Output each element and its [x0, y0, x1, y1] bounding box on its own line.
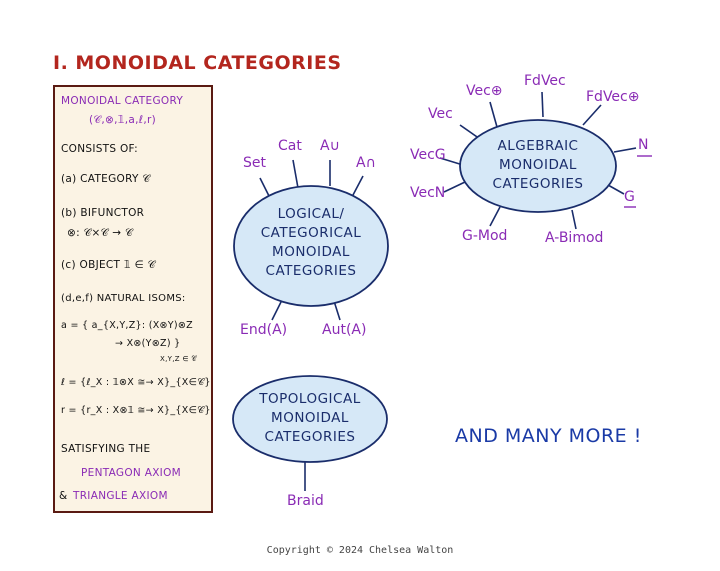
topological-line: TOPOLOGICAL	[259, 391, 361, 407]
pentagon-axiom: PENTAGON AXIOM	[81, 467, 182, 479]
logical-ellipse	[233, 185, 389, 307]
copyright-notice: Copyright © 2024 Chelsea Walton	[266, 545, 454, 556]
algebraic-ellipse	[459, 119, 617, 213]
logical-line: LOGICAL/	[277, 206, 345, 222]
definition-item-a: (a) CATEGORY 𝒞	[61, 173, 151, 185]
spoke-vecg	[439, 157, 464, 166]
spoke-vecn	[443, 181, 466, 193]
spoke-g	[607, 184, 625, 195]
spoke-a-intersection	[352, 175, 364, 196]
definition-item-c: (c) OBJECT 𝟙 ∈ 𝒞	[61, 259, 156, 271]
logical-line: CATEGORIES	[265, 263, 357, 279]
definition-item-b: (b) BIFUNCTOR	[61, 207, 145, 219]
topological-line: CATEGORIES	[264, 429, 356, 445]
and-many-more: AND MANY MORE !	[455, 425, 642, 447]
label-n: N	[638, 137, 649, 153]
label-vec: Vec	[428, 106, 453, 122]
label-g: G	[624, 189, 635, 205]
definition-consists: CONSISTS OF:	[61, 143, 138, 155]
label-set: Set	[243, 155, 266, 171]
iso-a-subscript: X,Y,Z ∈ 𝒞	[160, 355, 197, 363]
definition-tuple: (𝒞,⊗,𝟙,a,ℓ,r)	[89, 114, 157, 126]
and-symbol: &	[59, 490, 68, 502]
triangle-axiom: TRIANGLE AXIOM	[73, 490, 168, 502]
spoke-cat	[292, 159, 299, 189]
algebraic-line: MONOIDAL	[499, 157, 577, 173]
spoke-n	[613, 147, 637, 153]
label-vec-plus: Vec⊕	[466, 83, 503, 99]
algebraic-line: CATEGORIES	[492, 176, 584, 192]
spoke-fdvec-plus	[582, 104, 602, 126]
label-vecg: VecG	[410, 147, 446, 163]
label-aut: Aut(A)	[322, 322, 367, 338]
label-a-intersection: A∩	[356, 155, 376, 171]
page-title: I. MONOIDAL CATEGORIES	[53, 52, 342, 74]
iso-r: r = {r_X : X⊗𝟙 ≅→ X}_{X∈𝒞}	[61, 405, 211, 416]
label-fdvec: FdVec	[524, 73, 566, 89]
label-braid: Braid	[287, 493, 324, 509]
topological-ellipse	[232, 375, 388, 463]
definition-item-b-formula: ⊗: 𝒞×𝒞 → 𝒞	[67, 227, 133, 239]
definition-heading: MONOIDAL CATEGORY	[61, 95, 184, 107]
algebraic-ellipse-text: ALGEBRAIC MONOIDAL CATEGORIES	[460, 137, 616, 194]
definition-satisfying: SATISFYING THE	[61, 443, 151, 455]
definition-item-d: (d,e,f) NATURAL ISOMS:	[61, 293, 186, 304]
topological-line: MONOIDAL	[271, 410, 349, 426]
label-a-union: A∪	[320, 138, 340, 154]
spoke-bimod	[571, 209, 577, 230]
iso-a-line-1: a = { a_{X,Y,Z}: (X⊗Y)⊗Z	[61, 320, 193, 331]
definition-box: MONOIDAL CATEGORY (𝒞,⊗,𝟙,a,ℓ,r) CONSISTS…	[53, 85, 213, 513]
spoke-end	[271, 299, 283, 321]
topological-ellipse-text: TOPOLOGICAL MONOIDAL CATEGORIES	[233, 390, 387, 447]
spoke-gmod	[489, 206, 501, 227]
iso-l: ℓ = {ℓ_X : 𝟙⊗X ≅→ X}_{X∈𝒞}	[61, 377, 211, 388]
label-cat: Cat	[278, 138, 302, 154]
iso-a-line-2: → X⊗(Y⊗Z) }	[115, 338, 181, 349]
label-gmod: G-Mod	[462, 228, 508, 244]
label-end: End(A)	[240, 322, 288, 338]
label-vecn: VecN	[410, 185, 446, 201]
spoke-vec-plus	[489, 101, 498, 128]
label-bimod: A-Bimod	[545, 230, 604, 246]
spoke-aut	[333, 300, 341, 321]
logical-ellipse-text: LOGICAL/ CATEGORICAL MONOIDAL CATEGORIES	[234, 205, 388, 281]
algebraic-line: ALGEBRAIC	[497, 138, 579, 154]
logical-line: MONOIDAL	[272, 244, 350, 260]
label-fdvec-plus: FdVec⊕	[586, 89, 640, 105]
spoke-set	[259, 177, 271, 199]
logical-line: CATEGORICAL	[260, 225, 362, 241]
spoke-fdvec	[541, 91, 544, 118]
